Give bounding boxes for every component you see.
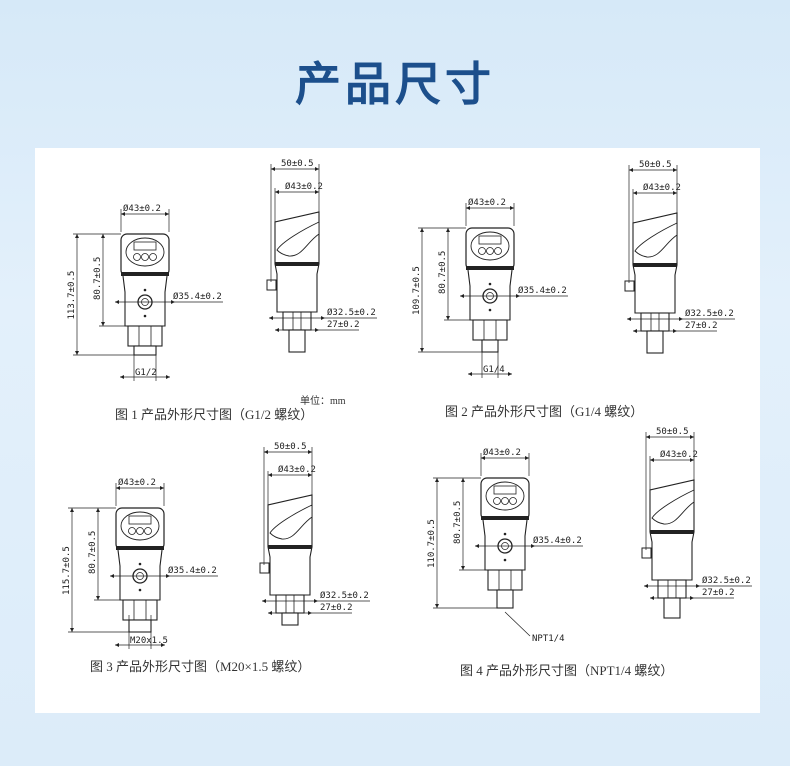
figure-3-caption: 图 3 产品外形尺寸图（M20×1.5 螺纹） <box>90 659 310 674</box>
button-icon <box>133 253 141 261</box>
total-height-label: 109.7±0.5 <box>412 266 422 315</box>
figure-2-caption: 图 2 产品外形尺寸图（G1/4 螺纹） <box>445 404 643 419</box>
slanted-cap-icon <box>651 489 695 525</box>
total-height-label: 110.7±0.5 <box>427 519 437 568</box>
side-diameter-label: Ø32.5±0.2 <box>702 575 751 586</box>
button-icon <box>493 497 501 505</box>
side-width-label: 50±0.5 <box>274 442 307 452</box>
figure-3-thread-dim: M20x1.5 <box>115 615 168 649</box>
body-height-label: 80.7±0.5 <box>93 257 103 300</box>
side-width-label: 50±0.5 <box>281 159 314 169</box>
figure-1-caption: 图 1 产品外形尺寸图（G1/2 螺纹） <box>115 407 313 422</box>
body-height-label: 80.7±0.5 <box>88 531 98 574</box>
head-diameter-label: Ø43±0.2 <box>123 203 161 214</box>
thread-label: G1/2 <box>135 368 157 378</box>
body-diameter-label: Ø35.4±0.2 <box>518 285 567 296</box>
display-icon <box>478 235 502 245</box>
button-icon <box>149 253 157 261</box>
total-height-label: 113.7±0.5 <box>67 271 77 320</box>
slanted-cap-icon <box>269 504 313 540</box>
button-icon <box>141 253 149 261</box>
body-height-label: 80.7±0.5 <box>438 251 448 294</box>
side-head-diameter-label: Ø43±0.2 <box>643 182 681 193</box>
side-diameter-label: Ø32.5±0.2 <box>685 308 734 319</box>
button-icon <box>509 497 517 505</box>
body-diameter-label: Ø35.4±0.2 <box>533 535 582 546</box>
button-icon <box>478 247 486 255</box>
hex-size-label: 27±0.2 <box>327 320 360 330</box>
figure-4-caption: 图 4 产品外形尺寸图（NPT1/4 螺纹） <box>460 663 673 678</box>
figure-4-thread-dim: NPT1/4 <box>504 611 565 644</box>
button-icon <box>494 247 502 255</box>
total-height-label: 115.7±0.5 <box>62 546 72 595</box>
page-title: 产品尺寸 <box>295 57 495 111</box>
side-diameter-label: Ø32.5±0.2 <box>320 590 369 601</box>
display-icon <box>493 485 517 495</box>
thread-label: G1/4 <box>483 365 505 375</box>
side-head-diameter-label: Ø43±0.2 <box>278 464 316 475</box>
thread-label: M20x1.5 <box>130 636 168 646</box>
side-head-diameter-label: Ø43±0.2 <box>285 181 323 192</box>
slanted-cap-icon <box>276 221 320 257</box>
figure-1-thread-dim: G1/2 <box>120 347 170 381</box>
body-diameter-label: Ø35.4±0.2 <box>173 291 222 302</box>
hex-size-label: 27±0.2 <box>702 588 735 598</box>
side-width-label: 50±0.5 <box>656 427 689 437</box>
unit-label: 单位：mm <box>300 394 346 407</box>
head-diameter-label: Ø43±0.2 <box>468 197 506 208</box>
head-diameter-label: Ø43±0.2 <box>118 477 156 488</box>
display-icon <box>128 515 152 525</box>
hex-size-label: 27±0.2 <box>685 321 718 331</box>
thread-label: NPT1/4 <box>532 634 565 644</box>
display-icon <box>133 241 157 251</box>
button-icon <box>128 527 136 535</box>
button-icon <box>144 527 152 535</box>
slanted-cap-icon <box>634 222 678 258</box>
button-icon <box>486 247 494 255</box>
side-width-label: 50±0.5 <box>639 160 672 170</box>
body-diameter-label: Ø35.4±0.2 <box>168 565 217 576</box>
head-diameter-label: Ø43±0.2 <box>483 447 521 458</box>
side-diameter-label: Ø32.5±0.2 <box>327 307 376 318</box>
button-icon <box>501 497 509 505</box>
body-height-label: 80.7±0.5 <box>453 501 463 544</box>
hex-size-label: 27±0.2 <box>320 603 353 613</box>
side-head-diameter-label: Ø43±0.2 <box>660 449 698 460</box>
button-icon <box>136 527 144 535</box>
figure-2-thread-dim: G1/4 <box>468 344 512 378</box>
